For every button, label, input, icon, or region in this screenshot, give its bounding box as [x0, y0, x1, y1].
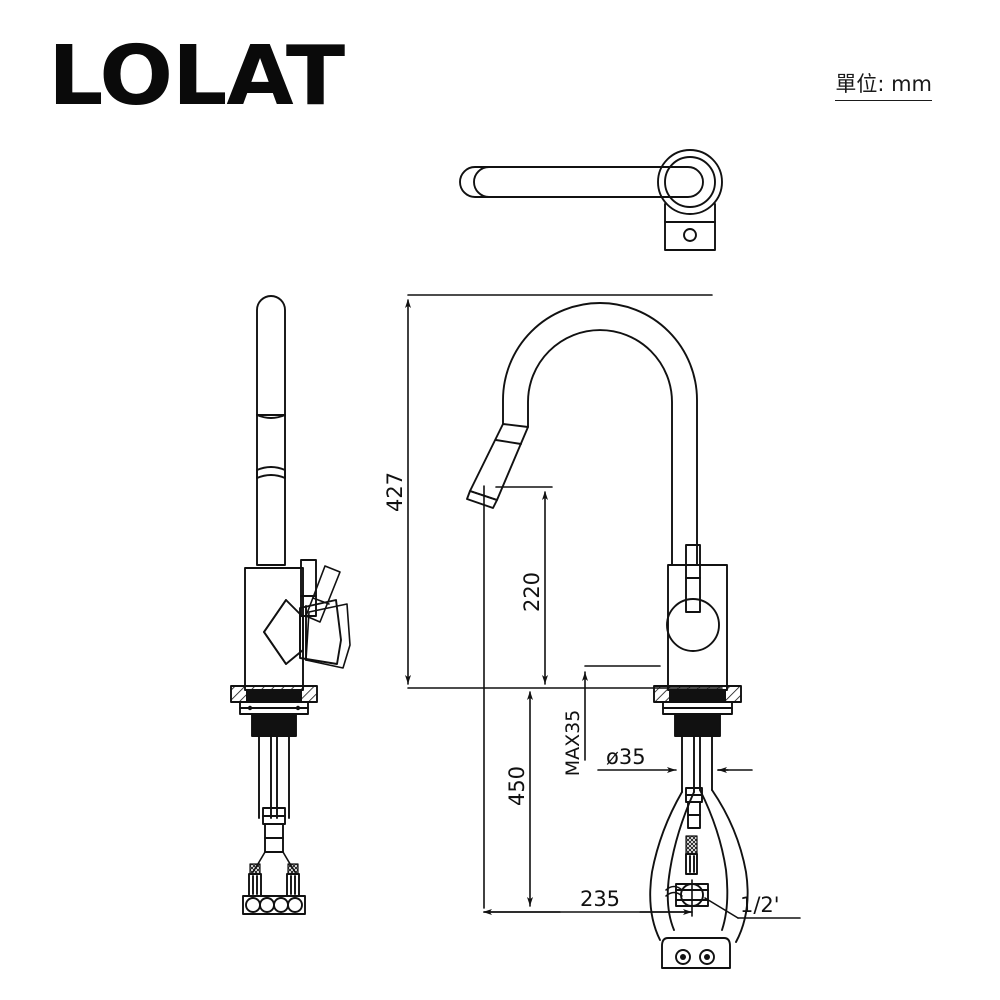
- dimension-max-deck-thickness: MAX35: [562, 710, 584, 777]
- dimension-labels: 427 220 450 MAX35 ø35 235 1/2': [383, 472, 780, 917]
- dimension-inlet-thread: 1/2': [740, 893, 780, 917]
- front-elevation-view: [466, 302, 749, 969]
- dimension-overall-height: 427: [383, 472, 407, 512]
- dimension-hose-length: 450: [505, 766, 529, 806]
- dimension-mount-hole-diameter: ø35: [606, 745, 646, 769]
- dimension-spout-height: 220: [520, 572, 544, 612]
- dimension-spout-reach: 235: [580, 887, 620, 911]
- brand-logo: LOLAT: [48, 29, 345, 124]
- top-view: [459, 149, 723, 251]
- dimension-lines: [405, 294, 801, 919]
- unit-note: 單位: mm: [835, 68, 932, 101]
- side-elevation-view: [230, 295, 351, 915]
